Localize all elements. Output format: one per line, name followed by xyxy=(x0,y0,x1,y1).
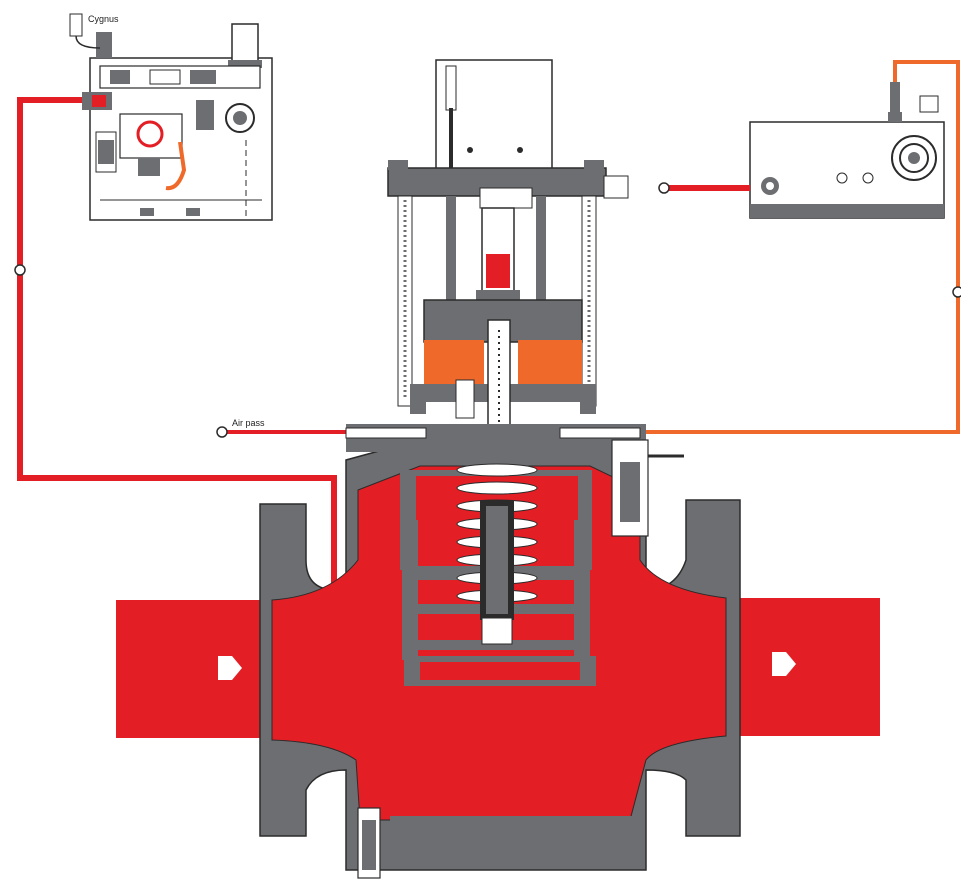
line-marker-left xyxy=(14,264,26,276)
actuator-control-line xyxy=(612,60,960,434)
drain-port xyxy=(216,426,228,438)
line-marker-right xyxy=(952,286,961,298)
solenoid-box xyxy=(749,82,945,219)
actuator xyxy=(387,59,629,451)
pilot-top-label: Cygnus xyxy=(88,14,119,24)
flow-in-arrow-icon xyxy=(218,656,242,680)
solenoid-inlet-port xyxy=(658,182,670,194)
drain-line-label: Air pass xyxy=(232,418,265,428)
inlet-pipe xyxy=(116,600,276,738)
flow-out-arrow-icon xyxy=(772,652,796,676)
valve-body xyxy=(116,424,880,879)
pilot-controller: Cygnus xyxy=(69,13,273,221)
outlet-pipe xyxy=(726,598,880,736)
pilot-sensing-line xyxy=(17,97,337,590)
